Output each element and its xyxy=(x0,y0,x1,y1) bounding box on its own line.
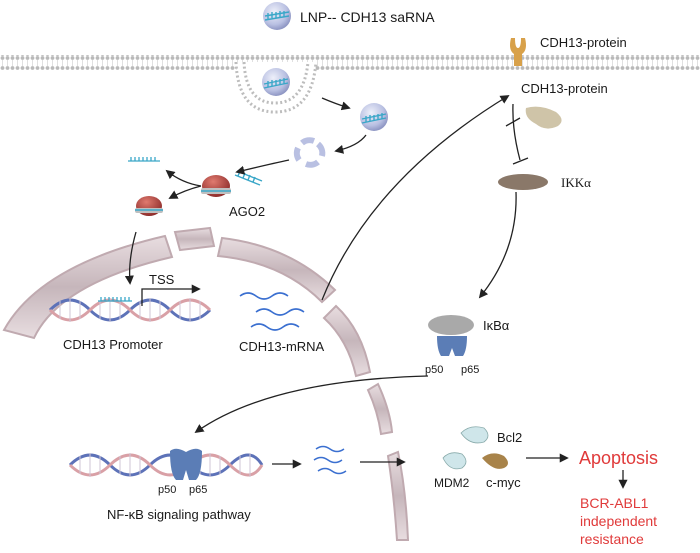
resistance-line3: resistance xyxy=(580,531,644,547)
resistance-line2: independent xyxy=(580,513,657,529)
resistance-line1: BCR-ABL1 xyxy=(580,495,649,511)
inhibition-bar-1 xyxy=(505,117,521,127)
arrow-translation xyxy=(321,95,510,301)
cdh13-protein-membrane xyxy=(510,38,526,66)
arrow-nfkb-translocation xyxy=(194,375,429,434)
ikka-label: IKKα xyxy=(561,175,591,190)
cmyc-protein xyxy=(482,453,508,469)
arrow-ago2-to-promoter xyxy=(124,231,137,285)
lnp-particle-cytoplasm xyxy=(360,103,388,131)
dna-helix-nfkb xyxy=(68,448,264,480)
tss-label: TSS xyxy=(149,272,175,287)
ago2-complex-lower xyxy=(135,196,163,216)
cdh13-mrna-strands xyxy=(239,292,305,331)
cmyc-label: c-myc xyxy=(486,475,521,490)
ikba-label: IκBα xyxy=(483,318,510,333)
ikba-nfkb-complex xyxy=(428,315,474,356)
passenger-strand xyxy=(128,157,160,162)
bcl2-protein xyxy=(460,426,489,444)
lnp-particle-disrupted xyxy=(293,137,326,168)
arrow-to-ago2 xyxy=(235,159,290,175)
tss-arrow xyxy=(141,284,201,306)
p65-label-bottom: p65 xyxy=(189,484,207,496)
inhibition-line xyxy=(512,103,521,161)
lnp-particle-top xyxy=(263,2,291,30)
ikka-protein xyxy=(498,174,548,190)
p50-label-bottom: p50 xyxy=(158,484,176,496)
mdm2-label: MDM2 xyxy=(434,476,470,490)
cdh13-promoter-label: CDH13 Promoter xyxy=(63,337,163,352)
arrow-ago2-guide xyxy=(168,185,202,199)
cdh13-protein-membrane-label: CDH13-protein xyxy=(540,35,627,50)
bcl2-label: Bcl2 xyxy=(497,430,522,445)
lnp-particle-endocytosed xyxy=(262,68,290,96)
arrow-strand-removal xyxy=(165,169,202,187)
inhibition-bar-2 xyxy=(512,157,529,165)
target-mrna-strands xyxy=(313,445,347,475)
cdh13-mrna-label: CDH13-mRNA xyxy=(239,339,325,354)
apoptosis-label: Apoptosis xyxy=(579,448,658,468)
arrow-endocytosis xyxy=(321,97,351,111)
ago2-label: AGO2 xyxy=(229,204,265,219)
cdh13-protein-cytoplasm-label: CDH13-protein xyxy=(521,81,608,96)
cdh13-protein-cytoplasm xyxy=(525,106,562,129)
arrow-ikka-to-ikba xyxy=(478,191,517,299)
dna-helix-promoter xyxy=(48,297,212,322)
p65-label-top: p65 xyxy=(461,364,479,376)
arrow-lnp-release xyxy=(334,134,367,154)
nfkb-pathway-label: NF-κB signaling pathway xyxy=(107,507,251,522)
ago2-complex-upper xyxy=(201,175,231,197)
mdm2-protein xyxy=(442,452,467,470)
p50-label-top: p50 xyxy=(425,364,443,376)
lnp-label: LNP-- CDH13 saRNA xyxy=(300,9,435,25)
sarna-released xyxy=(234,170,263,186)
